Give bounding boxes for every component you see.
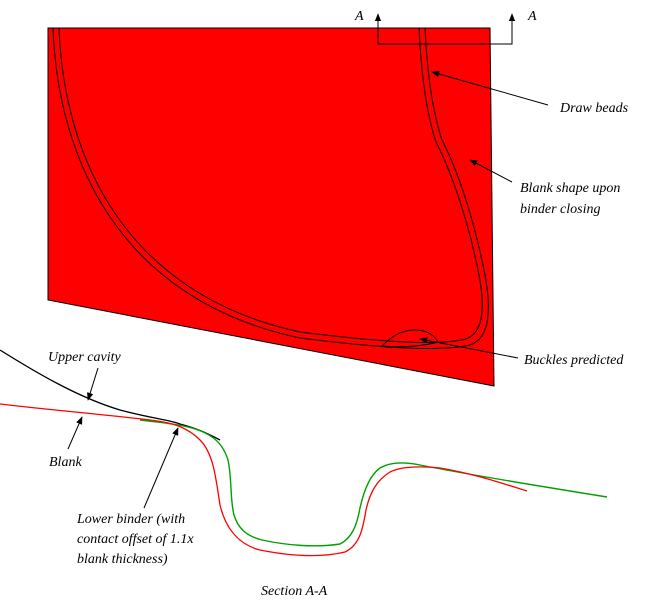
blank-curve <box>0 403 528 557</box>
draw-beads-label: Draw beads <box>559 101 629 116</box>
lower-binder-label-line2: contact offset of 1.1x <box>77 532 194 547</box>
lower-binder-label-line3: blank thickness) <box>77 552 168 567</box>
blank-shape-label-line1: Blank shape upon <box>520 181 620 196</box>
section-caption: Section A-A <box>261 584 328 599</box>
blank-label: Blank <box>49 455 82 470</box>
lower-binder-curve <box>139 419 608 547</box>
lower-binder-leader <box>143 427 179 509</box>
buckles-label: Buckles predicted <box>524 353 624 368</box>
blank-shape-leader <box>469 159 513 183</box>
section-marker-label-right: A <box>527 9 537 24</box>
draw-bead-inner <box>58 27 483 343</box>
blank-leader <box>67 416 83 450</box>
draw-bead-outer <box>52 27 489 350</box>
buckles-leader <box>419 337 519 359</box>
lower-binder-label-line1: Lower binder (with <box>76 512 185 527</box>
blank-plate <box>47 27 495 387</box>
draw-beads-leader <box>431 70 549 106</box>
upper-cavity-leader <box>87 367 99 401</box>
buckle <box>381 329 439 348</box>
upper-cavity-label: Upper cavity <box>48 350 121 365</box>
section-line <box>378 13 516 45</box>
blank-shape-label-line2: binder closing <box>520 202 601 217</box>
section-marker-label-left: A <box>354 9 364 24</box>
